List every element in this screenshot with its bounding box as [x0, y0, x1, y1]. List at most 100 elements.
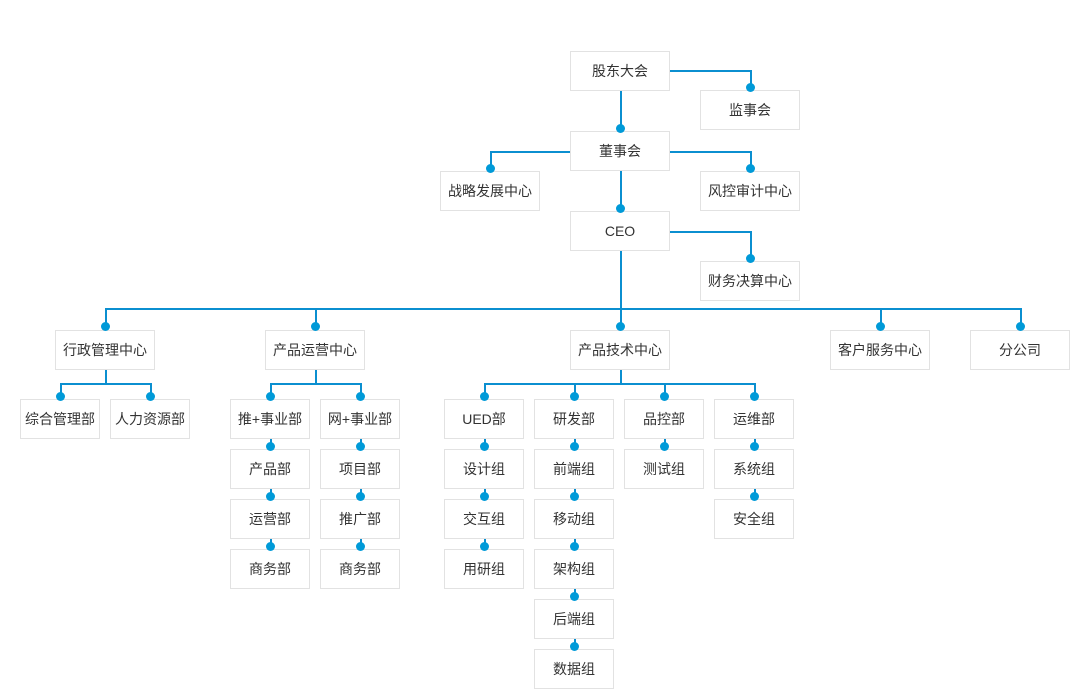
dot-datateam: [570, 642, 579, 651]
dot-interaction: [480, 492, 489, 501]
connector-shareholders-to-supervisors-h: [670, 70, 752, 72]
connector-board-to-risk-h: [670, 151, 752, 153]
dot-system: [750, 442, 759, 451]
dot-security: [750, 492, 759, 501]
org-node-riskaudit[interactable]: 风控审计中心: [700, 171, 800, 211]
org-node-ops[interactable]: 运维部: [714, 399, 794, 439]
org-node-promote[interactable]: 推广部: [320, 499, 400, 539]
dot-branch: [1016, 322, 1025, 331]
dot-riskaudit: [746, 164, 755, 173]
org-node-supervisors[interactable]: 监事会: [700, 90, 800, 130]
dot-business1: [266, 542, 275, 551]
org-node-operate[interactable]: 运营部: [230, 499, 310, 539]
connector-prodtech-drop-rd: [574, 383, 576, 399]
connector-ceo-to-finance-h: [670, 231, 752, 233]
dot-general: [56, 392, 65, 401]
org-node-userresearch[interactable]: 用研组: [444, 549, 524, 589]
dot-product: [266, 442, 275, 451]
dot-qa: [660, 392, 669, 401]
dot-service: [876, 322, 885, 331]
dot-rd: [570, 392, 579, 401]
connector-prodtech-drop-qa: [664, 383, 666, 399]
org-node-finance[interactable]: 财务决算中心: [700, 261, 800, 301]
connector-ceo-to-bus-v: [620, 251, 622, 332]
org-node-frontend[interactable]: 前端组: [534, 449, 614, 489]
connector-prodops-drop-tui: [270, 383, 272, 399]
org-node-admin[interactable]: 行政管理中心: [55, 330, 155, 370]
org-node-datateam[interactable]: 数据组: [534, 649, 614, 689]
org-node-branch[interactable]: 分公司: [970, 330, 1070, 370]
dot-board: [616, 124, 625, 133]
org-node-business2[interactable]: 商务部: [320, 549, 400, 589]
org-node-prodops[interactable]: 产品运营中心: [265, 330, 365, 370]
org-node-business1[interactable]: 商务部: [230, 549, 310, 589]
dot-admin: [101, 322, 110, 331]
dot-backend: [570, 592, 579, 601]
org-node-wang[interactable]: 网+事业部: [320, 399, 400, 439]
connector-prodops-drop-wang: [360, 383, 362, 399]
org-node-mobile[interactable]: 移动组: [534, 499, 614, 539]
org-node-prodtech[interactable]: 产品技术中心: [570, 330, 670, 370]
dot-promote: [356, 492, 365, 501]
org-node-backend[interactable]: 后端组: [534, 599, 614, 639]
dot-ued: [480, 392, 489, 401]
connector-board-to-ceo-v: [620, 171, 622, 213]
dot-strategy: [486, 164, 495, 173]
connector-admin-drop-general: [60, 383, 62, 399]
dot-prodops: [311, 322, 320, 331]
org-node-architecture[interactable]: 架构组: [534, 549, 614, 589]
dot-hr: [146, 392, 155, 401]
connector-prodtech-drop-ued: [484, 383, 486, 399]
org-node-tui[interactable]: 推+事业部: [230, 399, 310, 439]
connector-admin-bus-h: [60, 383, 150, 385]
org-node-board[interactable]: 董事会: [570, 131, 670, 171]
connector-bus-drop-branch: [1020, 308, 1022, 330]
org-node-qa[interactable]: 品控部: [624, 399, 704, 439]
connector-board-to-risk-v: [750, 151, 752, 173]
connector-prodops-stem: [315, 370, 317, 383]
org-node-shareholders[interactable]: 股东大会: [570, 51, 670, 91]
connector-bus-drop-admin: [105, 308, 107, 330]
dot-ceo: [616, 204, 625, 213]
org-node-product[interactable]: 产品部: [230, 449, 310, 489]
dot-business2: [356, 542, 365, 551]
dot-architecture: [570, 542, 579, 551]
org-node-service[interactable]: 客户服务中心: [830, 330, 930, 370]
org-node-hr[interactable]: 人力资源部: [110, 399, 190, 439]
connector-shareholders-to-board-v: [620, 91, 622, 133]
connector-ceo-to-finance-v: [750, 231, 752, 263]
connector-prodops-bus-h: [270, 383, 360, 385]
org-node-project[interactable]: 项目部: [320, 449, 400, 489]
dot-test: [660, 442, 669, 451]
connector-admin-drop-hr: [150, 383, 152, 399]
connector-main-bus-h: [105, 308, 1020, 310]
dot-project: [356, 442, 365, 451]
connector-prodtech-bus-h: [484, 383, 754, 385]
org-node-ued[interactable]: UED部: [444, 399, 524, 439]
org-node-general[interactable]: 综合管理部: [20, 399, 100, 439]
dot-operate: [266, 492, 275, 501]
org-node-design[interactable]: 设计组: [444, 449, 524, 489]
org-node-ceo[interactable]: CEO: [570, 211, 670, 251]
dot-ops: [750, 392, 759, 401]
connector-prodtech-drop-ops: [754, 383, 756, 399]
connector-prodtech-stem: [620, 370, 622, 383]
connector-bus-drop-service: [880, 308, 882, 330]
dot-tui: [266, 392, 275, 401]
connector-bus-drop-prodops: [315, 308, 317, 330]
connector-shareholders-to-supervisors-v: [750, 70, 752, 92]
org-node-test[interactable]: 测试组: [624, 449, 704, 489]
org-node-interaction[interactable]: 交互组: [444, 499, 524, 539]
org-node-security[interactable]: 安全组: [714, 499, 794, 539]
dot-mobile: [570, 492, 579, 501]
dot-finance: [746, 254, 755, 263]
dot-design: [480, 442, 489, 451]
dot-wang: [356, 392, 365, 401]
org-node-strategy[interactable]: 战略发展中心: [440, 171, 540, 211]
org-node-system[interactable]: 系统组: [714, 449, 794, 489]
dot-frontend: [570, 442, 579, 451]
dot-userresearch: [480, 542, 489, 551]
connector-board-to-strategy-h: [490, 151, 572, 153]
org-node-rd[interactable]: 研发部: [534, 399, 614, 439]
